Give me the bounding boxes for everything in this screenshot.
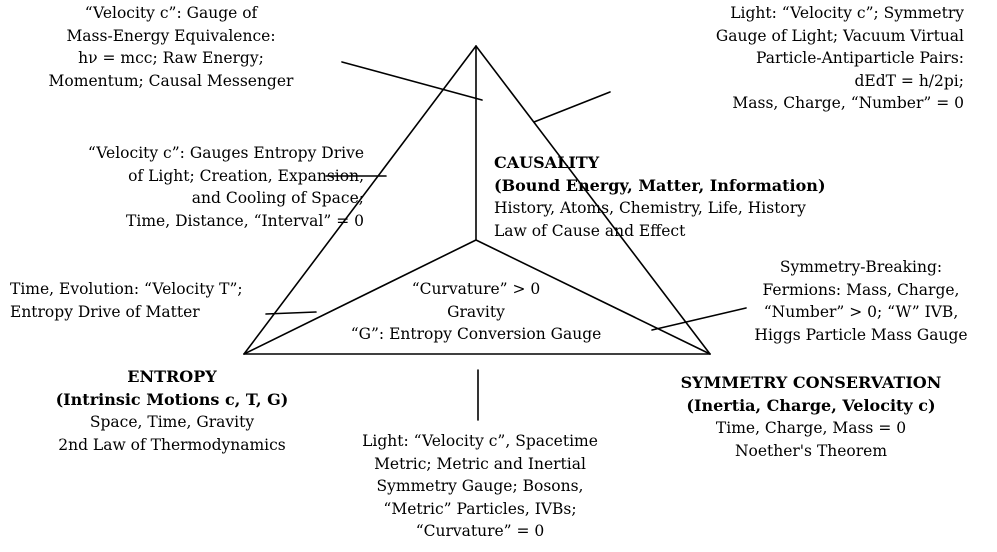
note-line: Fermions: Mass, Charge, <box>762 280 960 299</box>
symmetry-conservation-line-2: Noether's Theorem <box>734 441 888 460</box>
note-line: Symmetry Gauge; Bosons, <box>376 477 584 495</box>
causality-line-1: History, Atoms, Chemistry, Life, History <box>494 199 806 217</box>
note-line: and Cooling of Space; <box>191 189 364 207</box>
entropy-vertex-label: ENTROPY (Intrinsic Motions c, T, G) Spac… <box>2 366 342 456</box>
note-line: Time, Evolution: “Velocity T”; <box>10 280 243 298</box>
note-line: Light: “Velocity c”; Symmetry <box>730 4 964 22</box>
symmetry-conservation-line-1: Time, Charge, Mass = 0 <box>715 419 907 437</box>
note-line: of Light; Creation, Expansion, <box>128 166 364 185</box>
causality-line-2: Law of Cause and Effect <box>494 221 686 240</box>
note-line: Entropy Drive of Matter <box>10 302 200 321</box>
symmetry-conservation-title: SYMMETRY CONSERVATION <box>680 373 942 392</box>
note-line: Mass, Charge, “Number” = 0 <box>732 94 964 112</box>
note-line: Momentum; Causal Messenger <box>48 71 294 90</box>
note-line: Light: “Velocity c”, Spacetime <box>362 432 598 450</box>
note-line: “Curvature” = 0 <box>415 522 545 540</box>
note-line: Particle-Antiparticle Pairs: <box>756 49 964 67</box>
top-left-note: “Velocity c”: Gauge of Mass-Energy Equiv… <box>6 2 336 92</box>
note-line: “Curvature” > 0 <box>411 280 541 298</box>
pointer-symmetry-breaking <box>651 307 747 331</box>
bottom-center-note: Light: “Velocity c”, Spacetime Metric; M… <box>330 430 630 543</box>
causality-vertex-label: CAUSALITY (Bound Energy, Matter, Informa… <box>494 152 826 242</box>
causality-subtitle: (Bound Energy, Matter, Information) <box>494 175 826 195</box>
note-line: Higgs Particle Mass Gauge <box>754 325 968 344</box>
mid-left-note: “Velocity c”: Gauges Entropy Drive of Li… <box>2 142 364 232</box>
edge-apex-left <box>243 45 477 355</box>
note-line: “Number” > 0; “W” IVB, <box>763 303 959 321</box>
symmetry-conservation-subtitle: (Inertia, Charge, Velocity c) <box>686 395 936 415</box>
entropy-subtitle: (Intrinsic Motions c, T, G) <box>55 389 289 409</box>
note-line: Gravity <box>447 302 505 321</box>
center-face-label: “Curvature” > 0 Gravity “G”: Entropy Con… <box>326 278 626 346</box>
symmetry-conservation-vertex-label: SYMMETRY CONSERVATION (Inertia, Charge, … <box>626 372 996 462</box>
pointer-evolution <box>265 311 317 315</box>
symmetry-breaking-note: Symmetry-Breaking: Fermions: Mass, Charg… <box>738 256 984 346</box>
note-line: Gauge of Light; Vacuum Virtual <box>715 26 964 45</box>
edge-center-left <box>243 239 477 355</box>
note-line: “G”: Entropy Conversion Gauge <box>350 325 602 343</box>
entropy-line-1: Space, Time, Gravity <box>89 413 255 431</box>
top-right-note: Light: “Velocity c”; Symmetry Gauge of L… <box>598 2 964 115</box>
note-line: “Metric” Particles, IVBs; <box>383 499 577 518</box>
note-line: Time, Distance, “Interval” = 0 <box>126 211 364 230</box>
edge-apex-right <box>475 45 711 355</box>
note-line: Metric; Metric and Inertial <box>374 454 586 473</box>
evolution-note: Time, Evolution: “Velocity T”; Entropy D… <box>10 278 243 323</box>
note-line: Symmetry-Breaking: <box>779 258 943 276</box>
edge-center-right <box>475 239 711 355</box>
entropy-title: ENTROPY <box>127 367 217 386</box>
note-line: Mass-Energy Equivalence: <box>66 26 276 45</box>
entropy-line-2: 2nd Law of Thermodynamics <box>58 435 286 454</box>
note-line: “Velocity c”: Gauges Entropy Drive <box>87 144 364 162</box>
note-line: hν = mcc; Raw Energy; <box>78 49 264 67</box>
note-line: dEdT = h/2pi; <box>854 71 964 90</box>
note-line: “Velocity c”: Gauge of <box>84 4 258 22</box>
causality-title: CAUSALITY <box>494 153 600 172</box>
pointer-top-right <box>533 91 611 123</box>
pointer-top-left <box>341 61 483 101</box>
